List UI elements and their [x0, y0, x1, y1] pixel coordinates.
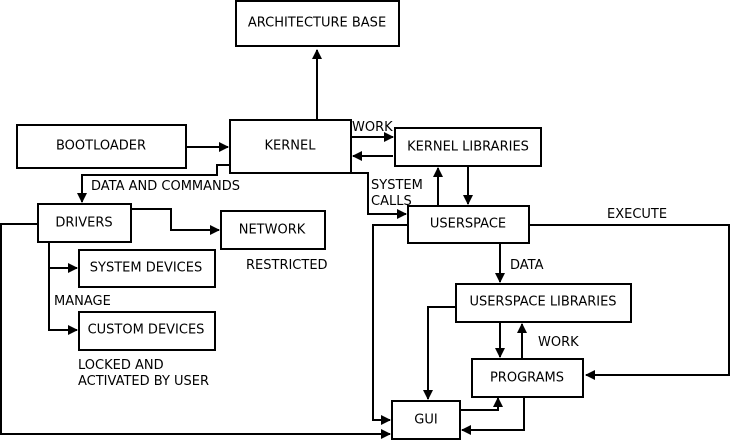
edge-labels: WORK DATA AND COMMANDS SYSTEM CALLS EXEC…: [54, 120, 667, 389]
node-label: KERNEL LIBRARIES: [407, 140, 529, 155]
edge-gui-to-programs: [460, 397, 503, 411]
edge-label-system-calls-line2: CALLS: [371, 194, 412, 209]
edge-drivers-to-gui: [0, 223, 391, 439]
node-custom-devices: CUSTOM DEVICES: [78, 311, 216, 351]
edge-label-execute: EXECUTE: [607, 207, 667, 222]
node-label: PROGRAMS: [490, 371, 564, 386]
edge-label-restricted: RESTRICTED: [246, 258, 328, 273]
node-kernel-libraries: KERNEL LIBRARIES: [394, 127, 542, 167]
node-label: USERSPACE LIBRARIES: [469, 295, 616, 310]
node-userspace-libraries: USERSPACE LIBRARIES: [455, 283, 632, 323]
edge-drivers-to-custom-devices: [48, 268, 78, 335]
node-label: SYSTEM DEVICES: [90, 261, 202, 276]
edge-userspace-to-programs: [529, 224, 730, 380]
node-architecture-base: ARCHITECTURE BASE: [235, 0, 400, 47]
node-programs: PROGRAMS: [471, 358, 584, 398]
edge-userspace-to-gui: [372, 224, 408, 425]
node-label: DRIVERS: [55, 216, 112, 231]
edge-label-data: DATA: [510, 258, 544, 273]
node-network: NETWORK: [220, 210, 326, 250]
edge-label-work-top: WORK: [352, 120, 393, 135]
edge-drivers-to-system-devices: [48, 242, 78, 273]
node-label: BOOTLOADER: [56, 139, 146, 154]
edge-label-locked-line2: ACTIVATED BY USER: [78, 374, 209, 389]
node-label: ARCHITECTURE BASE: [248, 16, 386, 31]
node-gui: GUI: [391, 400, 461, 440]
node-label: KERNEL: [265, 139, 317, 154]
node-system-devices: SYSTEM DEVICES: [78, 249, 216, 288]
edge-programs-to-gui: [461, 397, 525, 435]
node-userspace: USERSPACE: [407, 205, 530, 244]
node-label: NETWORK: [239, 223, 306, 238]
edge-drivers-to-network: [131, 208, 220, 235]
node-drivers: DRIVERS: [37, 203, 132, 243]
node-label: USERSPACE: [430, 217, 506, 232]
node-kernel: KERNEL: [229, 119, 352, 174]
edge-label-manage: MANAGE: [54, 294, 111, 309]
edge-label-system-calls-line1: SYSTEM: [371, 178, 423, 193]
node-label: GUI: [414, 413, 437, 428]
edge-kernel-to-drivers: [77, 164, 230, 203]
edge-label-data-and-commands: DATA AND COMMANDS: [91, 179, 240, 194]
node-bootloader: BOOTLOADER: [16, 124, 187, 169]
node-label: CUSTOM DEVICES: [88, 323, 205, 338]
edge-label-locked-line1: LOCKED AND: [78, 358, 164, 373]
edge-userspace-libraries-to-gui: [423, 306, 456, 400]
edge-label-work-bottom: WORK: [538, 335, 579, 350]
